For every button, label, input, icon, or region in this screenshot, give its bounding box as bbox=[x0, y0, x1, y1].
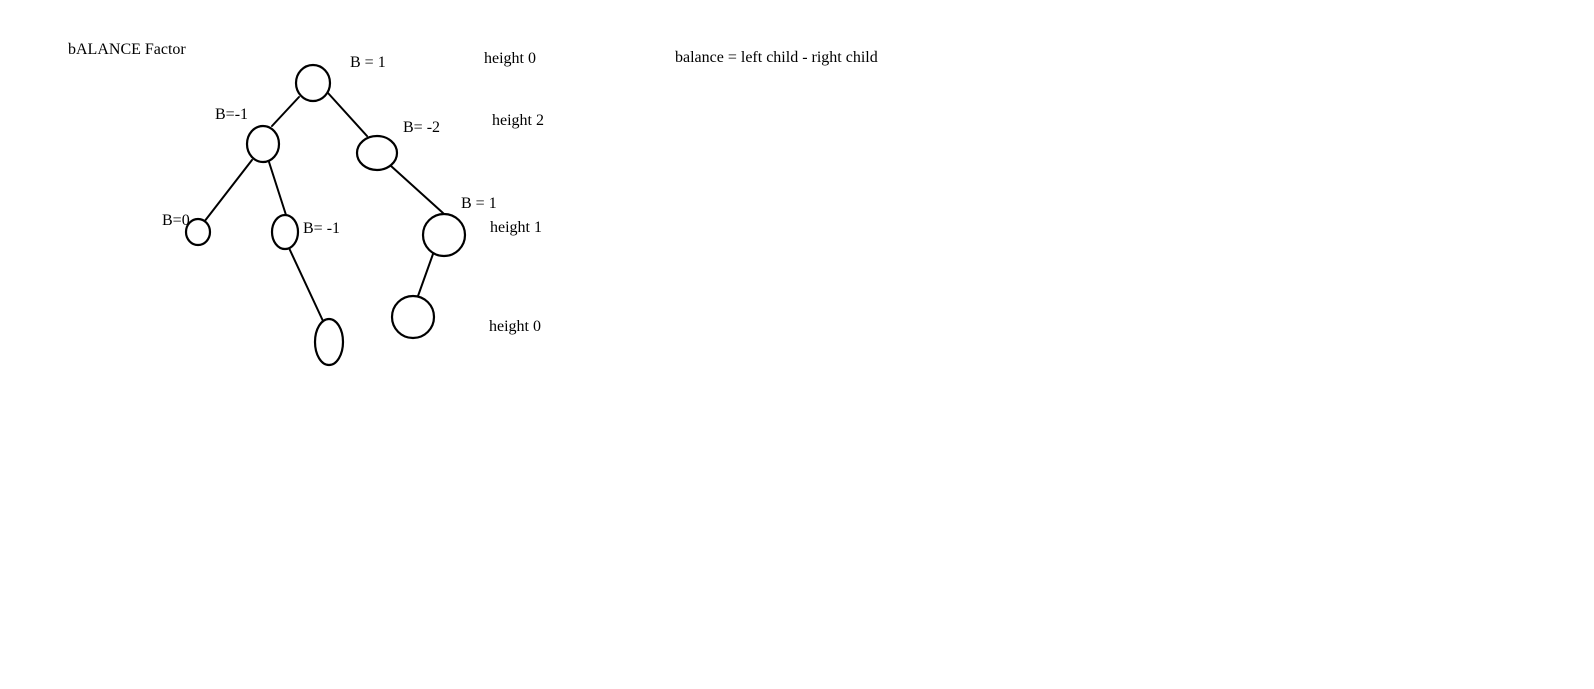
tree-nodes bbox=[184, 63, 467, 367]
balance-label-left-left: B=0 bbox=[162, 212, 190, 229]
height-label-bottom: height 0 bbox=[489, 318, 541, 335]
balance-formula: balance = left child - right child bbox=[675, 49, 878, 66]
node-root bbox=[294, 63, 332, 103]
balance-label-right-right: B = 1 bbox=[461, 195, 497, 212]
node-right-right-child bbox=[390, 294, 436, 340]
node-left-right bbox=[270, 213, 300, 251]
tree-edges bbox=[203, 92, 444, 322]
node-right bbox=[355, 134, 399, 172]
edge-root-right bbox=[327, 92, 368, 137]
height-label-third: height 1 bbox=[490, 219, 542, 236]
edge-left-leftright bbox=[268, 161, 287, 216]
balance-label-right: B= -2 bbox=[403, 119, 440, 136]
balance-label-left-right: B= -1 bbox=[303, 220, 340, 237]
edge-right-rightright bbox=[390, 165, 444, 214]
height-label-top: height 0 bbox=[484, 50, 536, 67]
balance-label-root: B = 1 bbox=[350, 54, 386, 71]
node-left-left bbox=[184, 217, 212, 247]
balance-label-left: B=-1 bbox=[215, 106, 248, 123]
node-left bbox=[245, 124, 281, 164]
edge-rightright-child bbox=[417, 253, 434, 297]
node-left-right-child bbox=[313, 317, 345, 367]
edge-leftright-child bbox=[288, 247, 324, 322]
diagram-title: bALANCE Factor bbox=[68, 41, 186, 58]
edge-left-leftleft bbox=[203, 159, 253, 223]
height-label-second: height 2 bbox=[492, 112, 544, 129]
node-right-right bbox=[421, 212, 467, 258]
edge-root-left bbox=[271, 96, 300, 127]
